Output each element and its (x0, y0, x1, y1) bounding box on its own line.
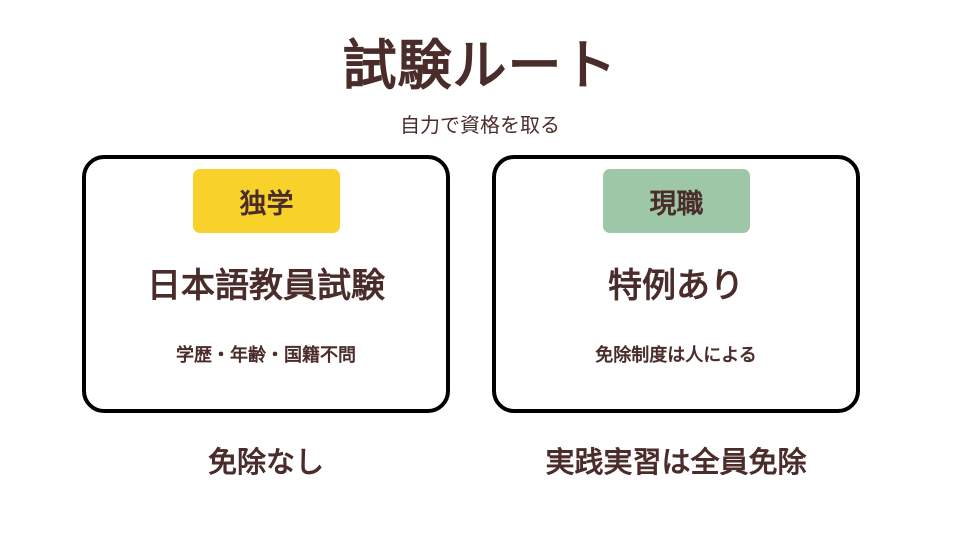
route-card-heading: 特例あり (608, 266, 744, 306)
route-card-description: 学歴・年齢・国籍不問 (176, 345, 356, 366)
route-card-heading: 日本語教員試験 (147, 266, 385, 306)
route-tag-self-study: 独学 (193, 169, 340, 233)
page-subtitle: 自力で資格を取る (400, 113, 560, 137)
route-footer-note-current-teacher: 実践実習は全員免除 (545, 445, 807, 479)
route-card-current-teacher: 現職 特例あり 免除制度は人による (492, 155, 860, 413)
route-card-self-study: 独学 日本語教員試験 学歴・年齢・国籍不問 (82, 155, 450, 413)
page-title: 試験ルート (342, 34, 618, 97)
route-card-description: 免除制度は人による (595, 345, 757, 366)
route-tag-current-teacher: 現職 (603, 169, 750, 233)
route-footer-note-self-study: 免除なし (207, 445, 324, 479)
